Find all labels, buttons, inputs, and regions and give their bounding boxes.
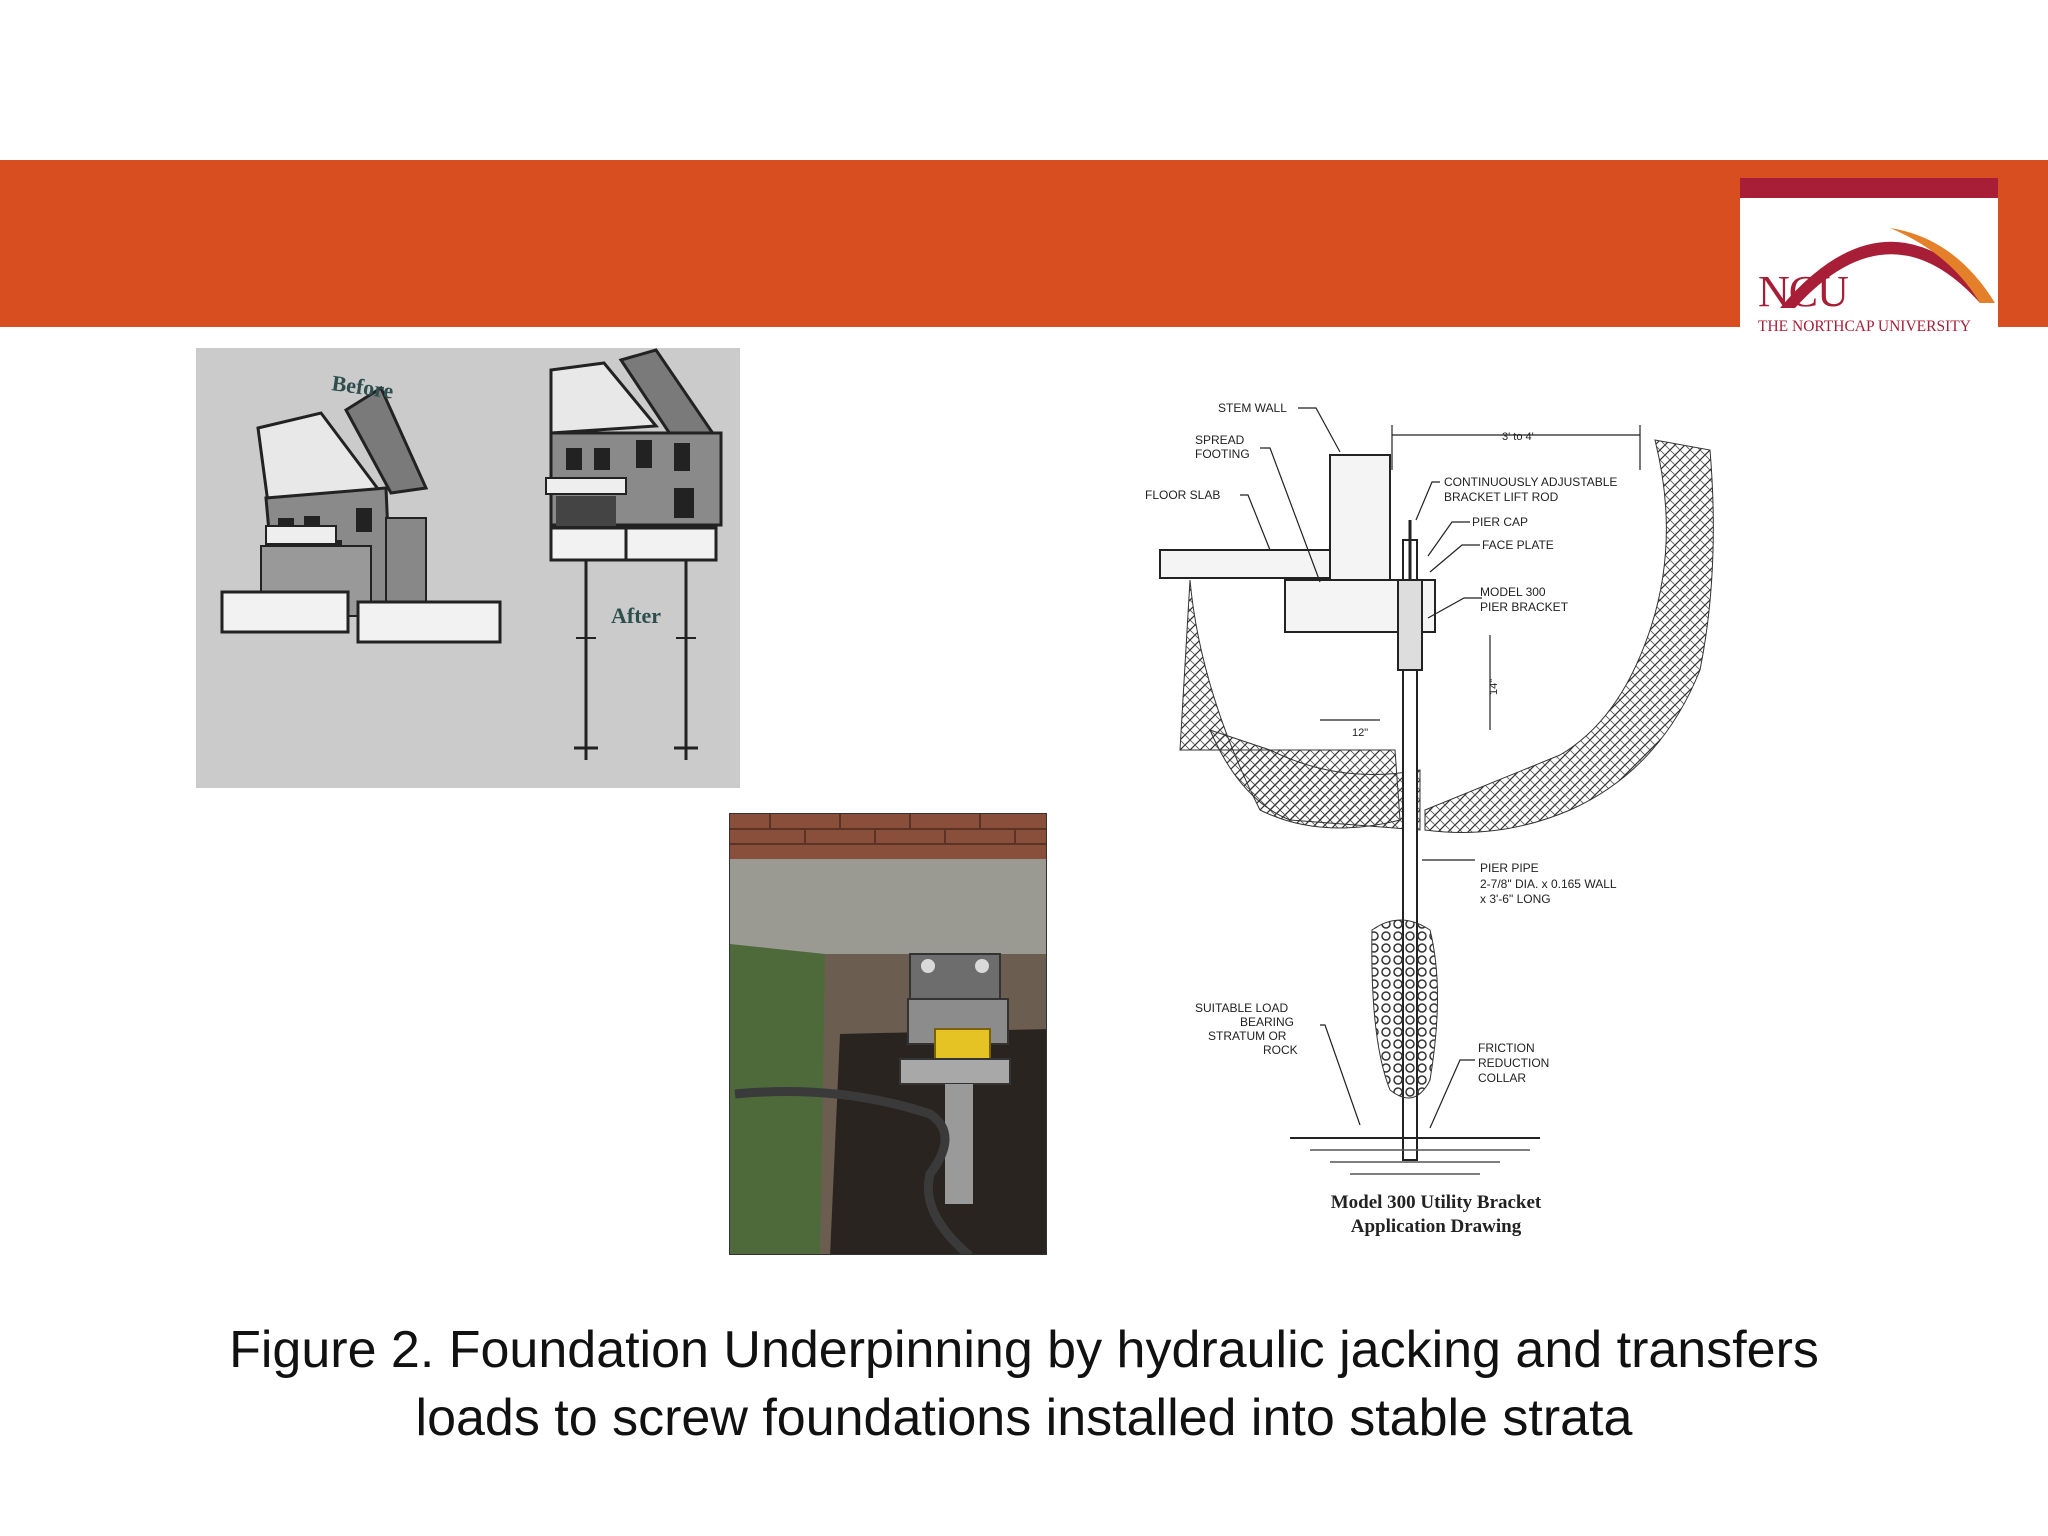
dim-width: 3' to 4' xyxy=(1502,431,1534,443)
label-pier-pipe-3: x 3'-6" LONG xyxy=(1480,892,1551,906)
jack-photo-icon xyxy=(730,814,1046,1254)
before-house-icon xyxy=(220,385,502,644)
before-label: Before xyxy=(330,370,395,403)
logo-top-bar xyxy=(1740,178,1998,198)
label-model-300-1: MODEL 300 xyxy=(1480,585,1546,599)
figure-caption: Figure 2. Foundation Underpinning by hyd… xyxy=(120,1316,1928,1452)
logo-short-name: NCU xyxy=(1758,267,1849,316)
logo-arc-icon xyxy=(1780,228,1995,308)
label-friction-1: FRICTION xyxy=(1478,1041,1535,1055)
label-stratum-4: ROCK xyxy=(1263,1043,1298,1057)
dim-depth: 14" xyxy=(1488,679,1500,695)
label-stratum-2: BEARING xyxy=(1240,1015,1294,1029)
after-house-icon xyxy=(545,348,723,760)
caption-line-2: loads to screw foundations installed int… xyxy=(415,1389,1633,1447)
label-lift-rod-2: BRACKET LIFT ROD xyxy=(1444,490,1559,504)
label-spread-footing-2: FOOTING xyxy=(1195,447,1250,461)
pier-bracket-drawing: STEM WALL SPREAD FOOTING FLOOR SLAB CONT… xyxy=(1140,390,1760,1250)
label-stratum-1: SUITABLE LOAD xyxy=(1195,1001,1288,1015)
label-pier-pipe-2: 2-7/8" DIA. x 0.165 WALL xyxy=(1480,877,1617,891)
pier-bracket-drawing-svg: STEM WALL SPREAD FOOTING FLOOR SLAB CONT… xyxy=(1145,401,1714,1237)
logo-full-name: THE NORTHCAP UNIVERSITY xyxy=(1758,318,1971,335)
hydraulic-jack-photo xyxy=(729,813,1047,1255)
drawing-title-1: Model 300 Utility Bracket xyxy=(1331,1192,1542,1213)
label-friction-3: COLLAR xyxy=(1478,1071,1526,1085)
after-label: After xyxy=(611,603,661,628)
label-pier-cap: PIER CAP xyxy=(1472,515,1528,529)
header-banner xyxy=(0,160,2048,327)
label-pier-pipe-1: PIER PIPE xyxy=(1480,861,1539,875)
label-floor-slab: FLOOR SLAB xyxy=(1145,488,1220,502)
label-stratum-3: STRATUM OR xyxy=(1208,1029,1287,1043)
university-logo: NCU THE NORTHCAP UNIVERSITY xyxy=(1740,178,1998,344)
label-stem-wall: STEM WALL xyxy=(1218,401,1287,415)
label-lift-rod-1: CONTINUOUSLY ADJUSTABLE xyxy=(1444,475,1617,489)
label-model-300-2: PIER BRACKET xyxy=(1480,600,1569,614)
label-spread-footing-1: SPREAD xyxy=(1195,433,1245,447)
label-face-plate: FACE PLATE xyxy=(1482,538,1554,552)
drawing-title-2: Application Drawing xyxy=(1351,1216,1522,1237)
house-illustration-svg: Before After xyxy=(220,348,723,760)
dim-offset: 12" xyxy=(1352,727,1368,739)
before-after-illustration: Before After xyxy=(196,348,740,788)
caption-line-1: Figure 2. Foundation Underpinning by hyd… xyxy=(229,1321,1819,1379)
label-friction-2: REDUCTION xyxy=(1478,1056,1549,1070)
